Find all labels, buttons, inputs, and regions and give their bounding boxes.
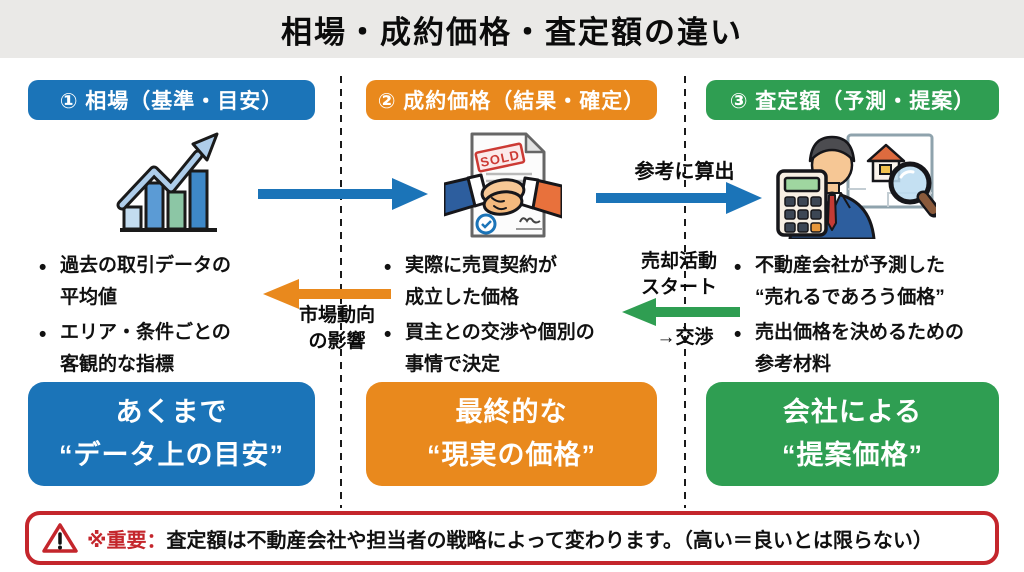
title-bar — [0, 0, 1024, 58]
arrow-market-to-contract-icon — [258, 178, 428, 210]
list-item: 過去の取引データの 平均値 — [38, 250, 288, 314]
list-item: 不動産会社が予測した “売れるであろう価格” — [733, 250, 1013, 314]
arrow-contract-to-market-icon — [263, 279, 391, 309]
list-item: 買主との交渉や個別の 事情で決定 — [383, 317, 643, 381]
bullet-line: 実際に売買契約が — [405, 255, 558, 276]
bullet-line: 客観的な指標 — [60, 353, 175, 375]
bullet-line: 売出価格を決めるための — [755, 321, 965, 343]
warning-prefix: ※重要： — [87, 529, 167, 552]
summary-box-appraisal: 会社による “提案価格” — [706, 382, 999, 486]
arrow-label-sales-start: 売却活動 スタート — [620, 249, 738, 300]
arrow-appraisal-to-contract-icon — [622, 298, 740, 326]
page-title: 相場・成約価格・査定額の違い — [281, 15, 743, 50]
warning-banner: ※重要：査定額は不動産会社や担当者の戦略によって変わります。（高い＝良いとは限ら… — [25, 511, 999, 565]
bullet-line: 成立した価格 — [405, 286, 520, 308]
summary-box-market: あくまで “データ上の目安” — [28, 382, 315, 486]
arrow-label-line: 市場動向 — [298, 305, 375, 326]
arrow-label-reference: 参考に算出 — [634, 161, 735, 183]
bar-chart-trend-icon — [116, 132, 219, 232]
bullet-line: 参考材料 — [755, 353, 832, 375]
summary-line: 最終的な — [455, 396, 568, 427]
list-item: エリア・条件ごとの 客観的な指標 — [38, 317, 288, 381]
arrow-label-line: の影響 — [308, 330, 366, 352]
list-item: 売出価格を決めるための 参考材料 — [733, 317, 1013, 381]
arrow-label-line: スタート — [640, 276, 717, 298]
bullet-line: 事情で決定 — [405, 353, 501, 375]
contract-bullet-list: 実際に売買契約が 成立した価格 買主との交渉や個別の 事情で決定 — [383, 250, 643, 384]
header-contract-price: ② 成約価格（結果・確定） — [366, 80, 657, 120]
bullet-line: エリア・条件ごとの — [60, 321, 231, 343]
summary-line: “提案価格” — [782, 440, 923, 470]
bullet-line: “売れるであろう価格” — [755, 286, 945, 308]
summary-box-contract: 最終的な “現実の価格” — [366, 382, 657, 486]
summary-line: “現実の価格” — [427, 440, 596, 470]
arrow-contract-to-appraisal-icon — [596, 182, 762, 214]
header-market: ① 相場（基準・目安） — [28, 80, 315, 120]
summary-line: 会社による — [782, 396, 923, 427]
arrow-label-line: 売却活動 — [640, 251, 717, 272]
market-bullet-list: 過去の取引データの 平均値 エリア・条件ごとの 客観的な指標 — [38, 250, 288, 384]
column-separator-2 — [684, 76, 686, 508]
sold-contract-handshake-icon: SOLD — [444, 132, 562, 238]
list-item: 実際に売買契約が 成立した価格 — [383, 250, 643, 314]
warning-triangle-icon — [42, 523, 78, 553]
bullet-line: 不動産会社が予測した — [755, 255, 946, 276]
summary-line: “データ上の目安” — [59, 440, 284, 470]
appraisal-bullet-list: 不動産会社が予測した “売れるであろう価格” 売出価格を決めるための 参考材料 — [733, 250, 1013, 384]
bullet-line: 買主との交渉や個別の — [405, 321, 595, 343]
header-appraisal: ③ 査定額（予測・提案） — [706, 80, 999, 120]
bullet-line: 過去の取引データの — [60, 255, 232, 276]
appraiser-calculator-icon — [776, 133, 936, 239]
warning-text: ※重要：査定額は不動産会社や担当者の戦略によって変わります。（高い＝良いとは限ら… — [87, 524, 933, 553]
summary-line: あくまで — [115, 396, 228, 427]
warning-body: 査定額は不動産会社や担当者の戦略によって変わります。（高い＝良いとは限らない） — [166, 529, 933, 552]
arrow-label-market-influence: 市場動向 の影響 — [277, 303, 397, 354]
arrow-label-negotiation: →交渉 — [656, 327, 714, 348]
bullet-line: 平均値 — [60, 286, 118, 308]
